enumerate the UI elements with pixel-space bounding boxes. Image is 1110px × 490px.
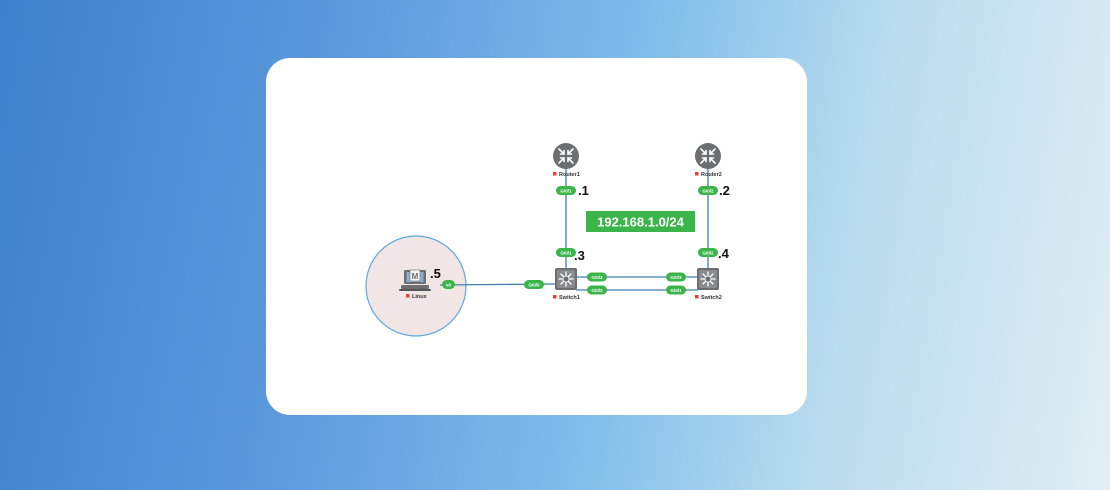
linux-host[interactable]: M Linux [399,269,431,300]
svg-text:M: M [412,272,419,281]
router2-name: Router2 [701,172,722,178]
port-badge-switch1-r1: Gi0/3 [587,272,607,282]
svg-text:Gi0/2: Gi0/2 [702,250,714,255]
ip-switch1: .3 [574,248,585,263]
svg-text:Gi0/0: Gi0/0 [528,282,540,287]
status-indicator [406,294,410,298]
router-icon [553,143,579,169]
ip-router1: .1 [578,183,589,198]
switch-icon [697,268,719,290]
router-icon [695,143,721,169]
switch2-name: Switch2 [701,295,722,301]
port-badge-switch1-up: Gi0/1 [556,248,576,257]
svg-text:Gi0/1: Gi0/1 [670,288,682,293]
svg-text:Gi0/1: Gi0/1 [560,188,572,193]
status-indicator [553,295,557,299]
port-badge-switch2-l1: Gi0/3 [666,272,686,282]
svg-text:Gi0/2: Gi0/2 [702,188,714,193]
status-indicator [553,172,557,176]
subnet-text: 192.168.1.0/24 [597,215,685,230]
port-badge-router1: Gi0/1 [556,186,576,195]
port-badge-linux: e0 [442,280,455,289]
ip-switch2: .4 [718,246,730,261]
ip-router2: .2 [719,183,730,198]
router2[interactable]: Router2 [695,143,722,178]
port-badge-switch1-left: Gi0/0 [524,280,544,289]
switch2[interactable]: Switch2 [695,268,722,301]
status-indicator [695,295,699,299]
subnet-label: 192.168.1.0/24 [586,211,695,232]
status-indicator [695,172,699,176]
svg-text:e0: e0 [446,282,452,287]
ip-linux: .5 [430,266,441,281]
port-badge-switch1-r2: Gi0/2 [587,285,607,295]
port-badge-switch2-up: Gi0/2 [698,248,718,257]
svg-text:Gi0/2: Gi0/2 [591,288,603,293]
svg-text:Gi0/3: Gi0/3 [591,275,603,280]
router1-name: Router1 [559,172,580,178]
port-badge-switch2-l2: Gi0/1 [666,285,686,295]
switch1[interactable]: Switch1 [553,268,580,301]
router1[interactable]: Router1 [553,143,580,178]
switch1-name: Switch1 [559,295,580,301]
linux-host-icon: M [399,269,431,291]
svg-text:Gi0/1: Gi0/1 [560,250,572,255]
linux-name: Linux [412,294,428,300]
port-badge-router2: Gi0/2 [698,186,718,195]
switch-icon [555,268,577,290]
topology-card [266,58,807,415]
svg-text:Gi0/3: Gi0/3 [670,275,682,280]
